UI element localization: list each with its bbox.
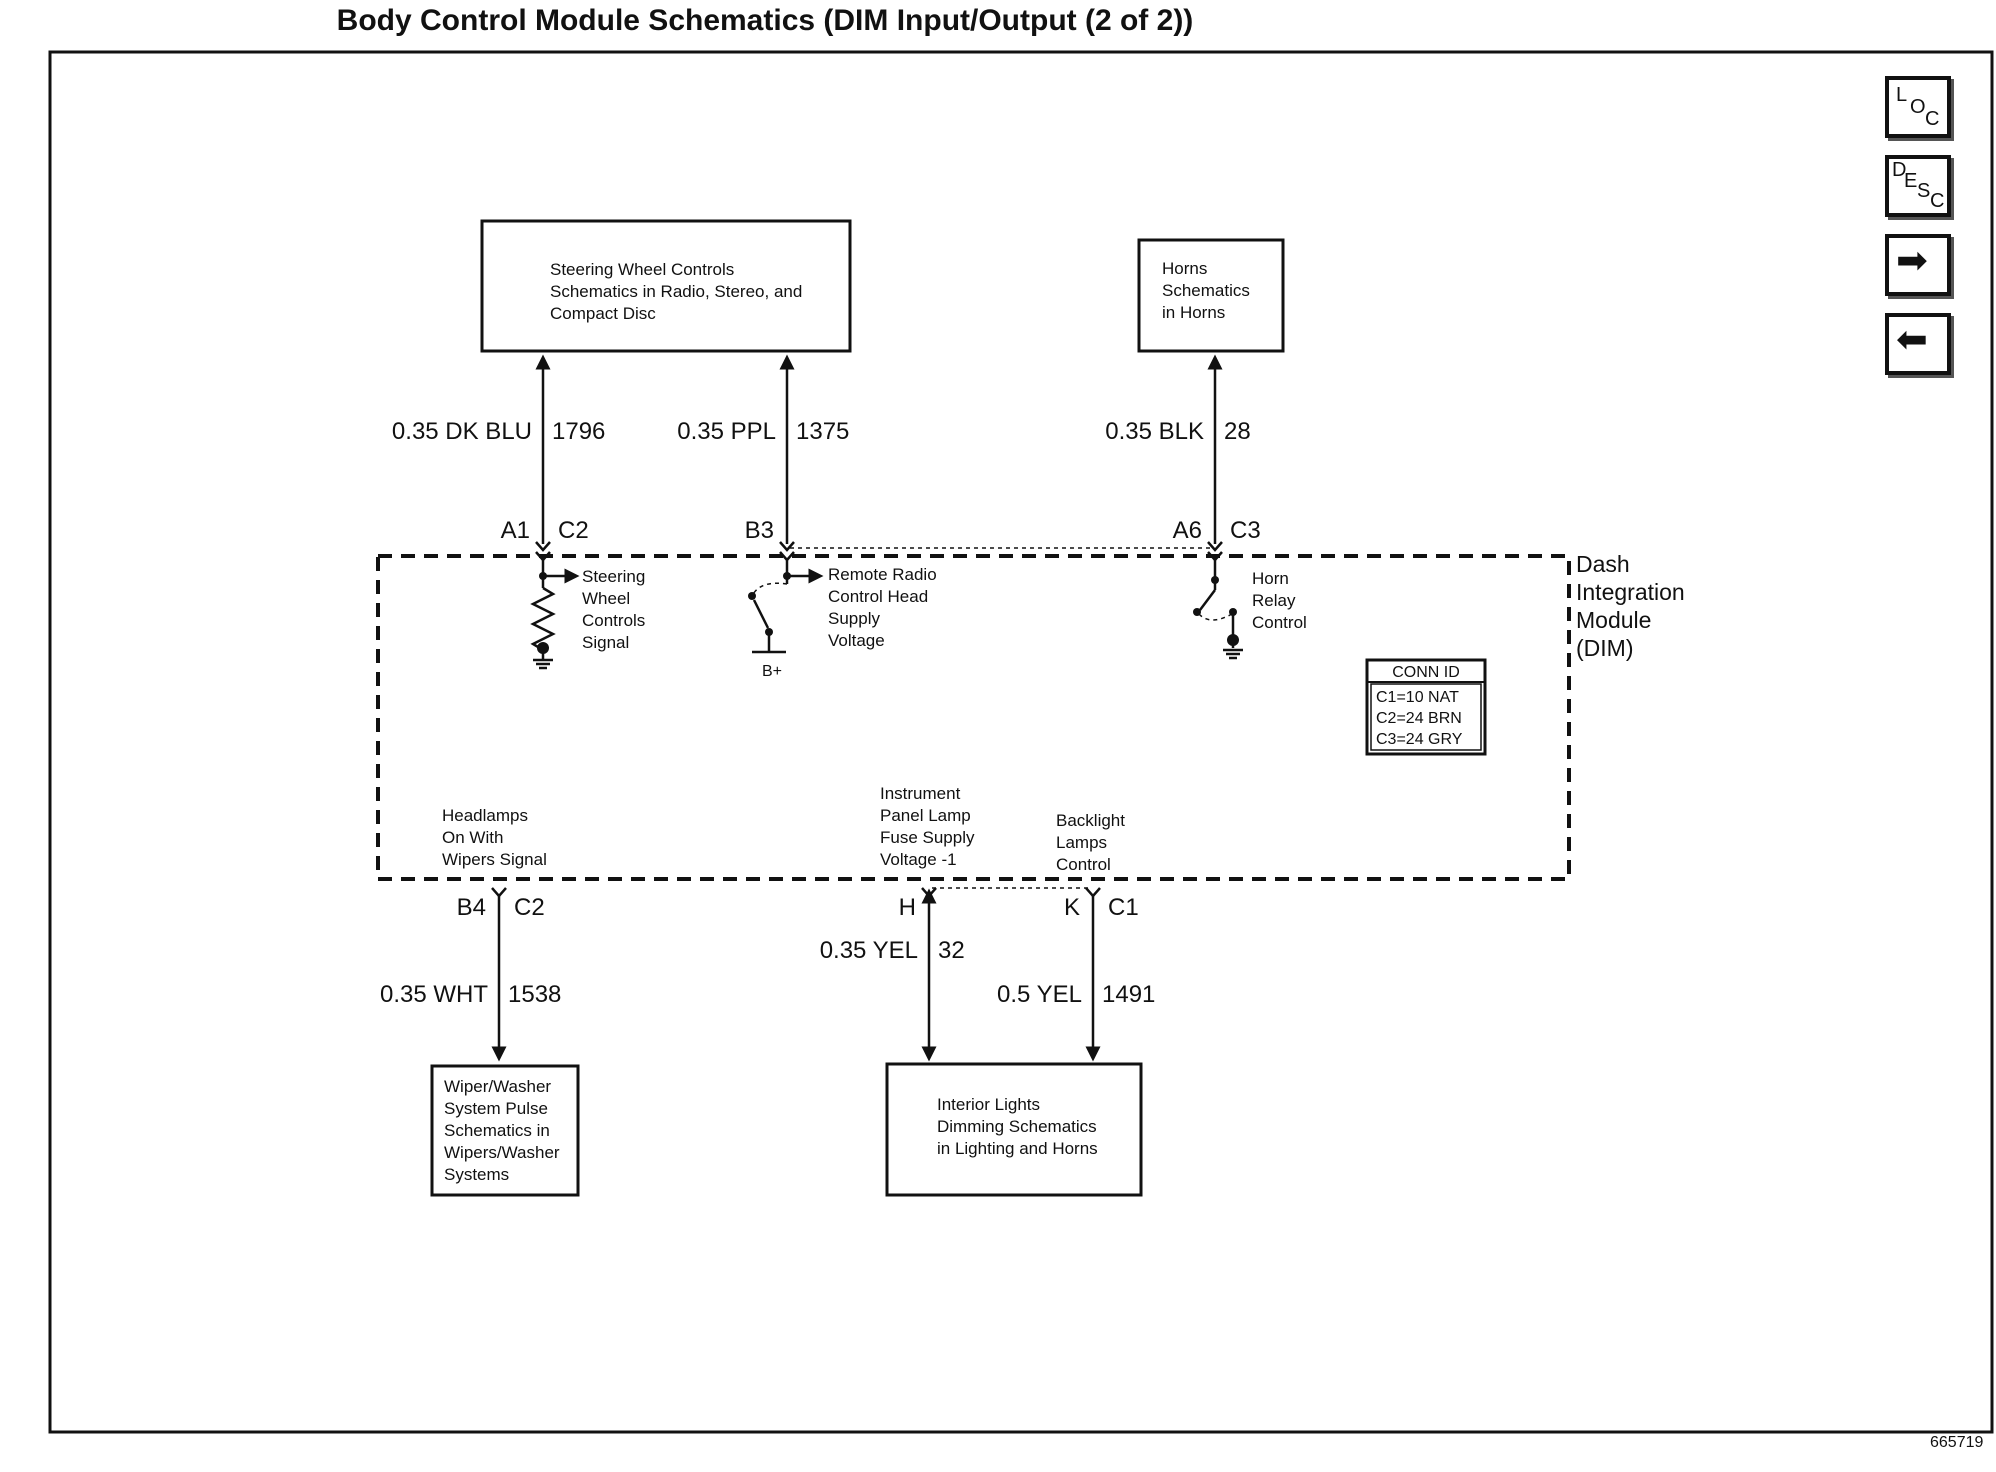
conn-id-header: CONN ID bbox=[1392, 664, 1460, 681]
svg-text:Voltage: Voltage bbox=[828, 631, 885, 650]
horns-box-line-3: in Horns bbox=[1162, 303, 1225, 322]
horns-box-line-2: Schematics bbox=[1162, 281, 1250, 300]
wire-1538: B4 C2 0.35 WHT 1538 bbox=[380, 887, 561, 1062]
conn-id-table: CONN ID C1=10 NAT C2=24 BRN C3=24 GRY bbox=[1365, 658, 1487, 756]
interior-box-line-3: in Lighting and Horns bbox=[937, 1139, 1098, 1158]
conn-id-row-2: C2=24 BRN bbox=[1376, 710, 1462, 727]
horn-relay-circuit: Horn Relay Control bbox=[1193, 560, 1307, 660]
svg-text:Integration: Integration bbox=[1576, 579, 1685, 605]
svg-text:Steering: Steering bbox=[582, 567, 645, 586]
svg-text:Wipers Signal: Wipers Signal bbox=[442, 850, 547, 869]
conn-id-row-1: C1=10 NAT bbox=[1376, 689, 1459, 706]
wire-1538-connector: C2 bbox=[514, 894, 545, 921]
steering-signal-circuit: Steering Wheel Controls Signal bbox=[530, 560, 645, 670]
wire-1375-pin: B3 bbox=[745, 517, 774, 544]
svg-text:Voltage -1: Voltage -1 bbox=[880, 850, 957, 869]
figure-id: 665719 bbox=[1930, 1434, 1984, 1451]
svg-text:Fuse Supply: Fuse Supply bbox=[880, 828, 975, 847]
steering-wheel-controls-box: Steering Wheel Controls Schematics in Ra… bbox=[480, 219, 852, 353]
wire-1491-circuit: 1491 bbox=[1102, 981, 1155, 1008]
svg-text:On With: On With bbox=[442, 828, 503, 847]
svg-text:Relay: Relay bbox=[1252, 591, 1296, 610]
wiper-washer-box: Wiper/Washer System Pulse Schematics in … bbox=[430, 1064, 580, 1197]
steering-box-line-2: Schematics in Radio, Stereo, and bbox=[550, 282, 802, 301]
backlight-control-label: Backlight Lamps Control bbox=[1056, 811, 1125, 874]
page-title: Body Control Module Schematics (DIM Inpu… bbox=[336, 4, 1194, 37]
wire-1796: 0.35 DK BLU 1796 A1 C2 bbox=[392, 354, 605, 544]
wire-1796-connector: C2 bbox=[558, 517, 589, 544]
wire-1491: K C1 0.5 YEL 1491 bbox=[997, 887, 1155, 1062]
wiper-box-line-2: System Pulse bbox=[444, 1099, 548, 1118]
interior-box-line-1: Interior Lights bbox=[937, 1095, 1040, 1114]
wire-28: 0.35 BLK 28 A6 C3 bbox=[1105, 354, 1261, 544]
conn-id-row-3: C3=24 GRY bbox=[1376, 731, 1463, 748]
wire-32-pin: H bbox=[899, 894, 916, 921]
next-page-button[interactable]: ➡ bbox=[1885, 234, 1951, 296]
arrow-left-icon: ⬅ bbox=[1896, 319, 1928, 361]
svg-text:Backlight: Backlight bbox=[1056, 811, 1125, 830]
wire-1796-color: 0.35 DK BLU bbox=[392, 418, 532, 445]
dim-module-label: Dash Integration Module (DIM) bbox=[1576, 551, 1685, 661]
wire-28-pin: A6 bbox=[1173, 517, 1202, 544]
arrow-right-icon: ➡ bbox=[1896, 240, 1928, 282]
svg-text:Instrument: Instrument bbox=[880, 784, 961, 803]
svg-text:(DIM): (DIM) bbox=[1576, 635, 1633, 661]
svg-text:Remote Radio: Remote Radio bbox=[828, 565, 937, 584]
svg-text:Supply: Supply bbox=[828, 609, 880, 628]
svg-text:Headlamps: Headlamps bbox=[442, 806, 528, 825]
interior-lights-box: Interior Lights Dimming Schematics in Li… bbox=[885, 1062, 1143, 1197]
svg-text:Horn: Horn bbox=[1252, 569, 1289, 588]
prev-page-button[interactable]: ⬅ bbox=[1885, 313, 1951, 375]
wire-1375-color: 0.35 PPL bbox=[677, 418, 776, 445]
svg-text:Signal: Signal bbox=[582, 633, 629, 652]
steering-box-line-3: Compact Disc bbox=[550, 304, 656, 323]
svg-text:Lamps: Lamps bbox=[1056, 833, 1107, 852]
wire-1375: 0.35 PPL 1375 B3 bbox=[677, 354, 849, 544]
wiper-box-line-4: Wipers/Washer bbox=[444, 1143, 560, 1162]
svg-text:Control: Control bbox=[1252, 613, 1307, 632]
bplus-label: B+ bbox=[762, 663, 782, 680]
wire-1375-circuit: 1375 bbox=[796, 418, 849, 445]
svg-text:Control Head: Control Head bbox=[828, 587, 928, 606]
headlamps-signal-label: Headlamps On With Wipers Signal bbox=[442, 806, 547, 869]
svg-text:Panel Lamp: Panel Lamp bbox=[880, 806, 971, 825]
wire-1796-pin: A1 bbox=[501, 517, 530, 544]
interior-box-line-2: Dimming Schematics bbox=[937, 1117, 1097, 1136]
wire-32-color: 0.35 YEL bbox=[820, 937, 918, 964]
wire-1538-pin: B4 bbox=[457, 894, 486, 921]
svg-text:Dash: Dash bbox=[1576, 551, 1630, 577]
wire-32: H 0.35 YEL 32 bbox=[820, 887, 965, 1062]
svg-text:Module: Module bbox=[1576, 607, 1651, 633]
wire-28-color: 0.35 BLK bbox=[1105, 418, 1204, 445]
wiper-box-line-1: Wiper/Washer bbox=[444, 1077, 551, 1096]
wire-1491-connector: C1 bbox=[1108, 894, 1139, 921]
wire-1491-pin: K bbox=[1064, 894, 1080, 921]
svg-text:Control: Control bbox=[1056, 855, 1111, 874]
wire-1538-circuit: 1538 bbox=[508, 981, 561, 1008]
desc-button[interactable]: D E S C bbox=[1885, 155, 1951, 217]
wire-32-circuit: 32 bbox=[938, 937, 965, 964]
horns-box-line-1: Horns bbox=[1162, 259, 1207, 278]
wire-1538-color: 0.35 WHT bbox=[380, 981, 488, 1008]
steering-box-line-1: Steering Wheel Controls bbox=[550, 260, 734, 279]
wire-28-connector: C3 bbox=[1230, 517, 1261, 544]
wire-1491-color: 0.5 YEL bbox=[997, 981, 1082, 1008]
svg-text:Wheel: Wheel bbox=[582, 589, 630, 608]
diagram-frame bbox=[48, 50, 1994, 1434]
wiper-box-line-5: Systems bbox=[444, 1165, 509, 1184]
wire-1796-circuit: 1796 bbox=[552, 418, 605, 445]
horns-schematics-box: Horns Schematics in Horns bbox=[1137, 238, 1285, 353]
ip-lamp-fuse-label: Instrument Panel Lamp Fuse Supply Voltag… bbox=[880, 784, 975, 869]
svg-text:Controls: Controls bbox=[582, 611, 645, 630]
wire-28-circuit: 28 bbox=[1224, 418, 1251, 445]
wiper-box-line-3: Schematics in bbox=[444, 1121, 550, 1140]
loc-button[interactable]: L O C bbox=[1885, 76, 1951, 138]
radio-supply-circuit: B+ Remote Radio Control Head Supply Volt… bbox=[748, 560, 937, 680]
